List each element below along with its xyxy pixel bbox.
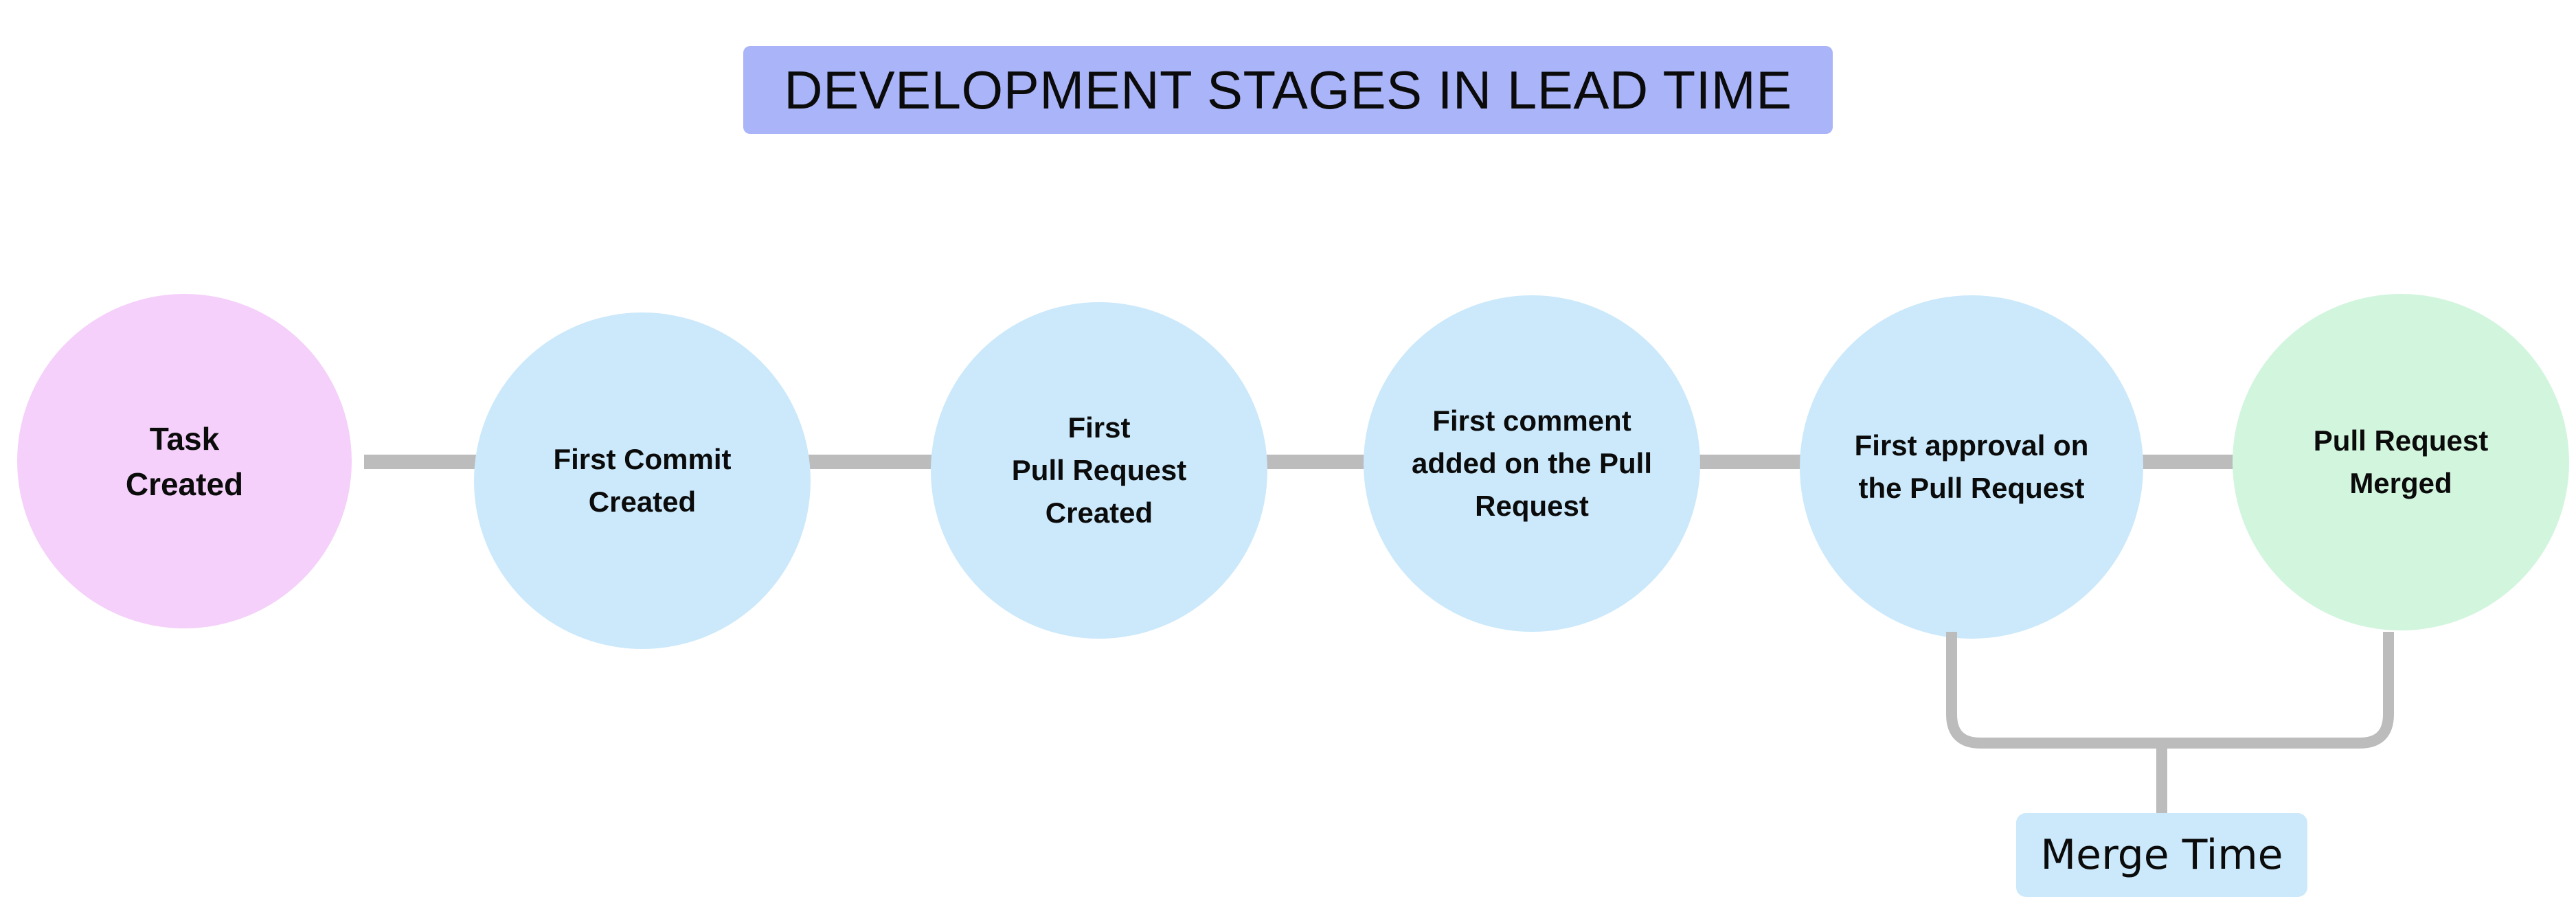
stage-node-task-created[interactable]: Task Created	[17, 294, 352, 628]
stage-node-pull-request-merged[interactable]: Pull Request Merged	[2233, 294, 2569, 630]
stage-node-first-comment-on-pull-request[interactable]: First comment added on the Pull Request	[1364, 295, 1700, 632]
connector-line-2	[807, 455, 941, 469]
stage-node-first-pull-request-created[interactable]: First Pull Request Created	[931, 302, 1267, 639]
stage-label-pull-request-merged: Pull Request Merged	[2313, 424, 2489, 499]
page-title: DEVELOPMENT STAGES IN LEAD TIME	[784, 60, 1792, 120]
merge-time-bracket-path	[1946, 632, 2394, 749]
stage-label-first-commit-created: First Commit Created	[553, 443, 732, 518]
connector-line-1	[364, 455, 484, 469]
stage-node-first-commit-created[interactable]: First Commit Created	[474, 312, 811, 649]
connector-line-3	[1261, 455, 1374, 469]
diagram-title-banner: DEVELOPMENT STAGES IN LEAD TIME	[743, 46, 1833, 134]
stage-label-first-approval-on-pull-request: First approval on the Pull Request	[1854, 429, 2089, 504]
stage-node-first-approval-on-pull-request[interactable]: First approval on the Pull Request	[1800, 295, 2143, 639]
stage-label-first-pull-request-created: First Pull Request Created	[1011, 411, 1187, 529]
merge-time-label: Merge Time	[2040, 831, 2283, 879]
connector-line-4	[1693, 455, 1810, 469]
stage-label-first-comment-on-pull-request: First comment added on the Pull Request	[1411, 404, 1652, 522]
stage-label-task-created: Task Created	[125, 420, 244, 502]
connector-line-5	[2136, 455, 2243, 469]
merge-time-chip[interactable]: Merge Time	[2016, 813, 2307, 897]
